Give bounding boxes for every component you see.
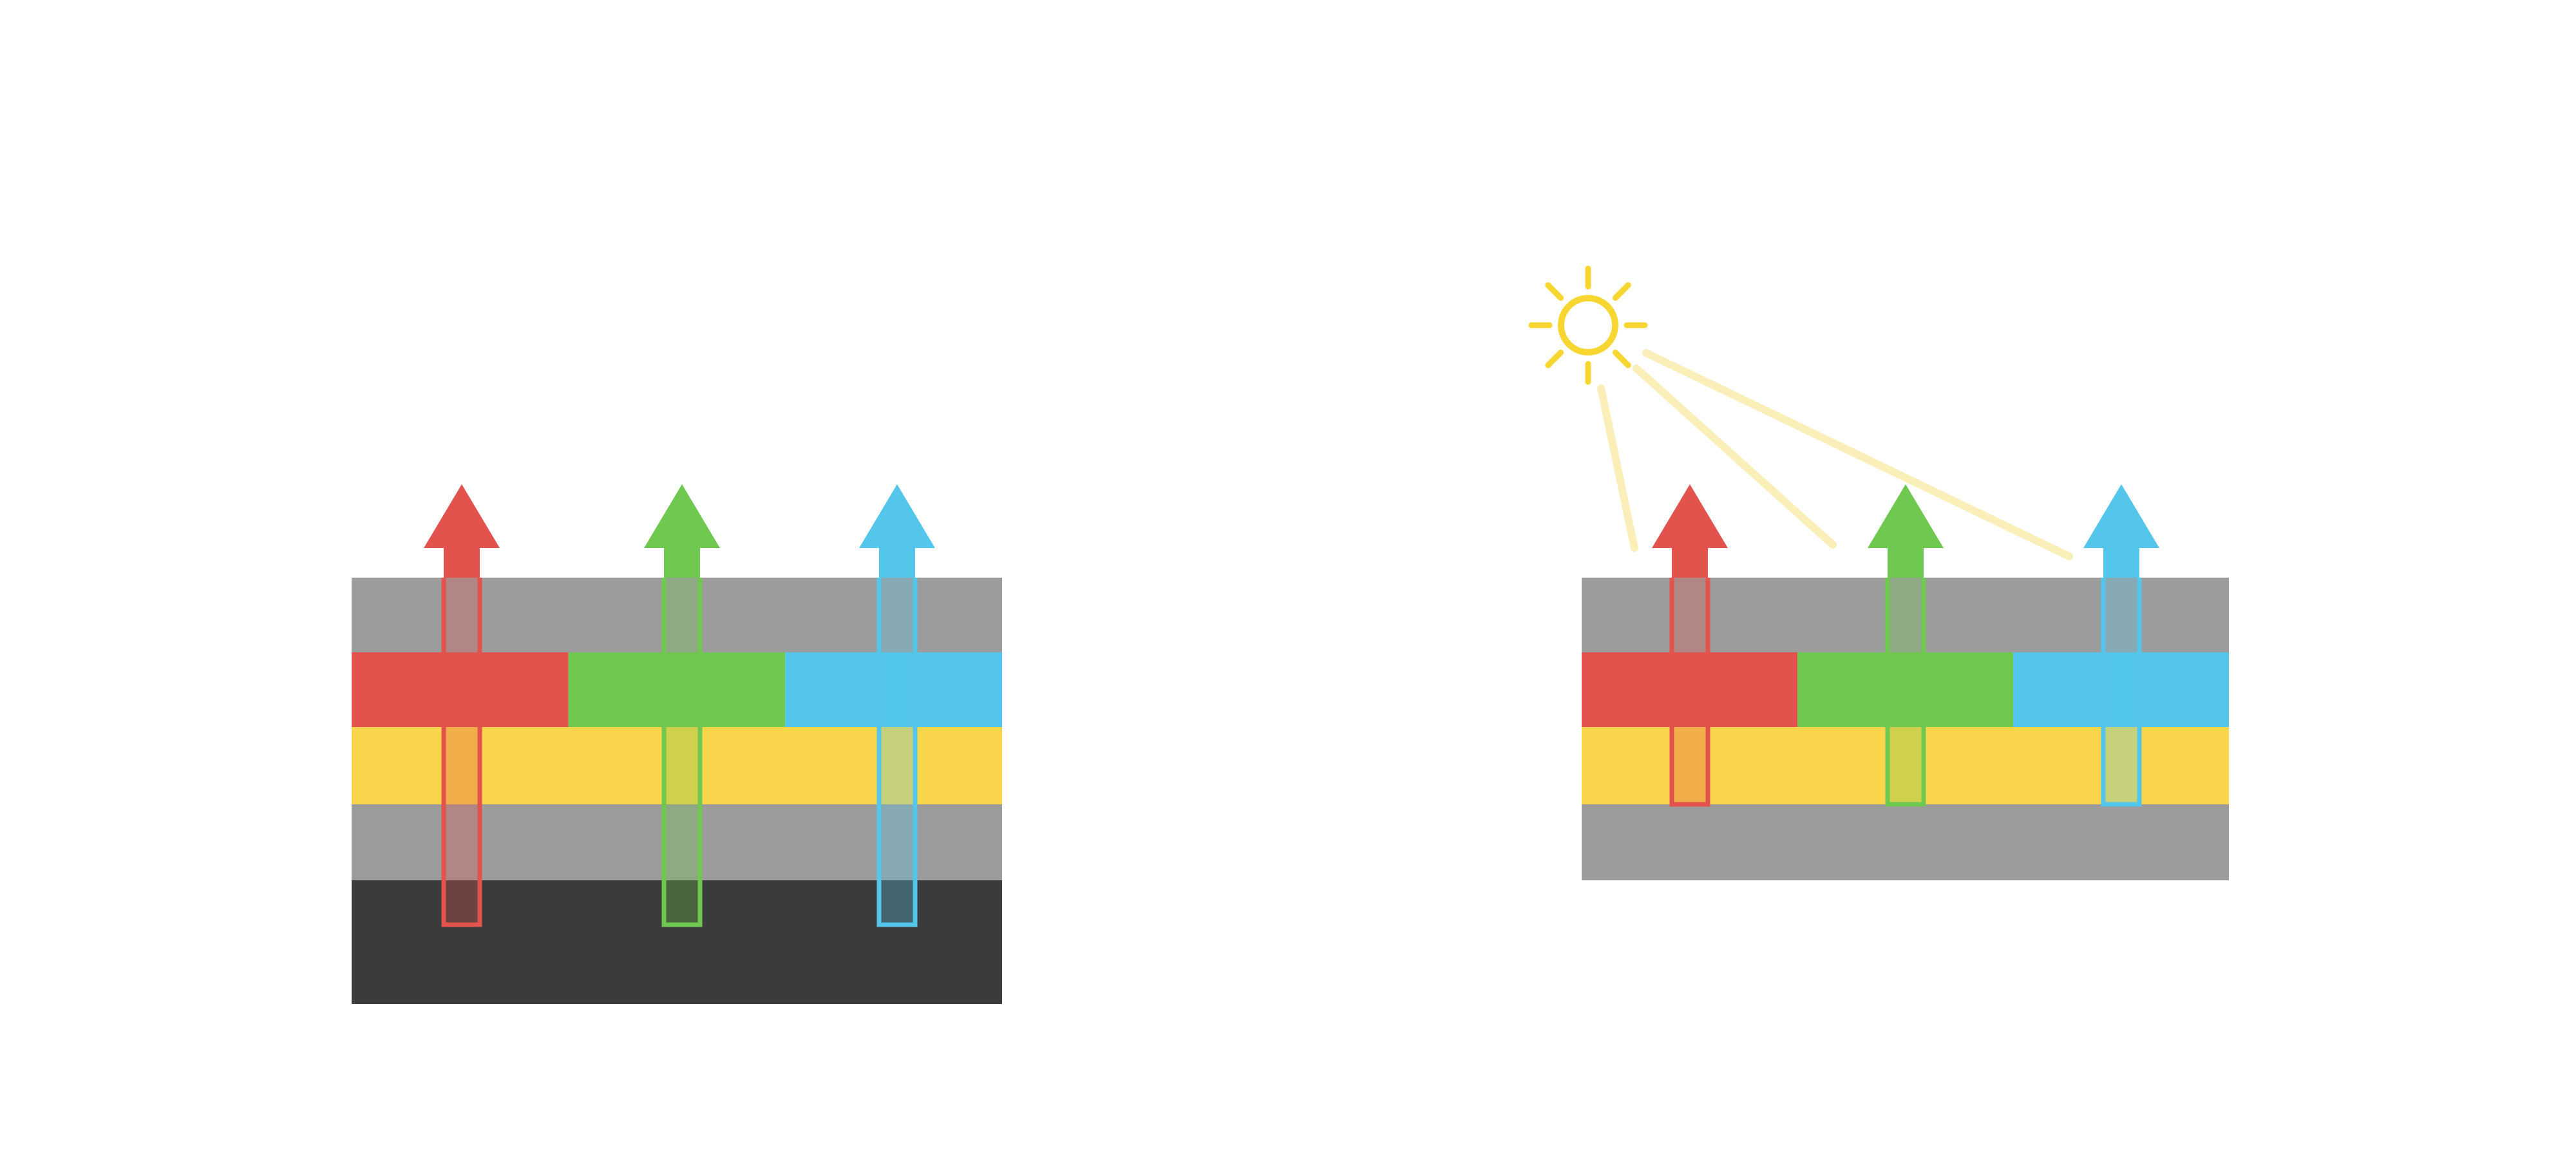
sun-ray — [1612, 349, 1631, 368]
bottom-layer-gray — [1582, 804, 2229, 880]
sun-ray — [1545, 349, 1564, 368]
yellow-layer — [352, 727, 1002, 804]
green-subpixel — [1797, 652, 2013, 727]
reflective-sunlit-panel — [1528, 265, 2229, 880]
blue-light-arrow-shaft — [2101, 578, 2142, 807]
sun-ray — [1545, 282, 1564, 301]
top-layer-gray — [352, 578, 1002, 652]
emissive-backlit-panel — [352, 484, 1002, 1004]
red-light-arrow-shaft — [441, 578, 482, 927]
top-layer-gray — [1582, 578, 2229, 652]
blue-subpixel — [785, 652, 1002, 727]
blue-light-arrow-shaft — [876, 578, 918, 927]
sunbeam-3 — [1642, 349, 2073, 560]
red-light-arrow-head — [1652, 484, 1728, 578]
green-light-arrow-head — [644, 484, 720, 578]
blue-subpixel — [2013, 652, 2229, 727]
red-light-arrow-head — [424, 484, 500, 578]
sun-disc — [1558, 295, 1618, 355]
red-light-arrow-shaft — [1669, 578, 1710, 807]
green-subpixel — [568, 652, 786, 727]
sun-icon — [1528, 265, 1648, 385]
bottom-layer-gray — [352, 804, 1002, 880]
sunbeam-2 — [1633, 364, 1837, 549]
green-light-arrow-head — [1868, 484, 1944, 578]
red-subpixel — [1582, 652, 1797, 727]
green-light-arrow-shaft — [661, 578, 703, 927]
sun-ray — [1612, 282, 1631, 301]
green-light-arrow-shaft — [1885, 578, 1926, 807]
sunbeam-1 — [1597, 384, 1638, 552]
blue-light-arrow-head — [2083, 484, 2159, 578]
red-subpixel — [352, 652, 569, 727]
blue-light-arrow-head — [859, 484, 935, 578]
yellow-layer — [1582, 727, 2229, 804]
backlight-layer-dark — [352, 880, 1002, 1004]
